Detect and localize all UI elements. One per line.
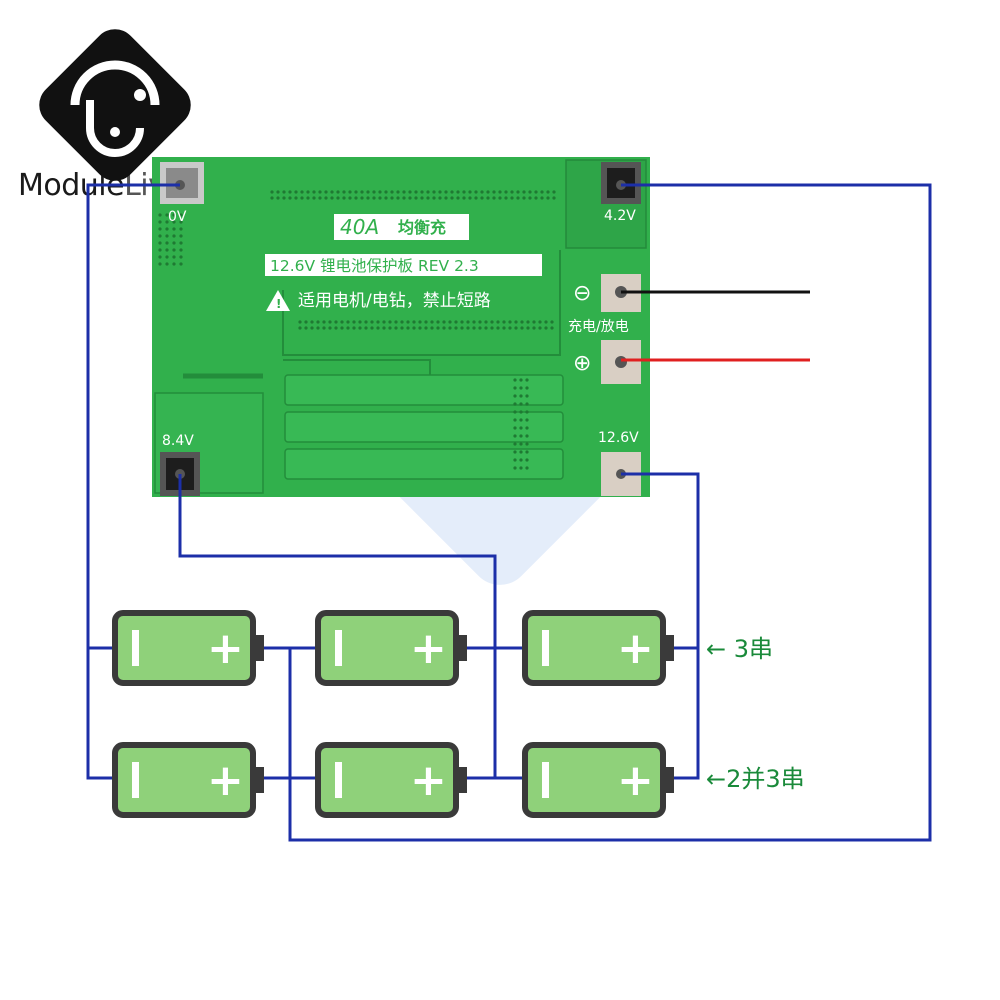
battery-cell: + [315, 610, 467, 686]
brand-logo-icon [39, 29, 191, 181]
pad-126v-label: 12.6V [598, 430, 639, 446]
battery-cell: + [522, 610, 674, 686]
battery-plus-icon: + [617, 623, 654, 674]
battery-plus-icon: + [410, 623, 447, 674]
pad-42v-label: 4.2V [604, 208, 636, 224]
warning-text: 适用电机/电钻，禁止短路 [298, 291, 491, 311]
battery-minus-icon [542, 630, 549, 666]
battery-plus-icon: + [410, 755, 447, 806]
battery-cell: + [112, 610, 264, 686]
negative-symbol: ⊖ [573, 281, 591, 306]
series-3-label: ← 3串 [706, 635, 773, 663]
pad-84v-label: 8.4V [162, 433, 194, 449]
battery-cell: + [112, 742, 264, 818]
battery-minus-icon [335, 762, 342, 798]
battery-plus-icon: + [207, 623, 244, 674]
rating-label: 40A [340, 215, 379, 239]
battery-plus-icon: + [207, 755, 244, 806]
charge-discharge-label: 充电/放电 [568, 319, 629, 335]
protection-board [152, 157, 650, 497]
svg-text:!: ! [276, 297, 281, 311]
battery-minus-icon [132, 630, 139, 666]
battery-cell: + [522, 742, 674, 818]
pad-0v-label: 0V [168, 209, 187, 225]
balance-label: 均衡充 [398, 218, 446, 237]
battery-cell: + [315, 742, 467, 818]
parallel-series-label: ←2并3串 [706, 765, 805, 793]
positive-symbol: ⊕ [573, 351, 591, 376]
battery-minus-icon [335, 630, 342, 666]
board-title: 12.6V 锂电池保护板 REV 2.3 [270, 257, 479, 275]
battery-plus-icon: + [617, 755, 654, 806]
warning-icon [266, 290, 290, 311]
balance-wiring [86, 183, 932, 842]
battery-minus-icon [132, 762, 139, 798]
battery-minus-icon [542, 762, 549, 798]
